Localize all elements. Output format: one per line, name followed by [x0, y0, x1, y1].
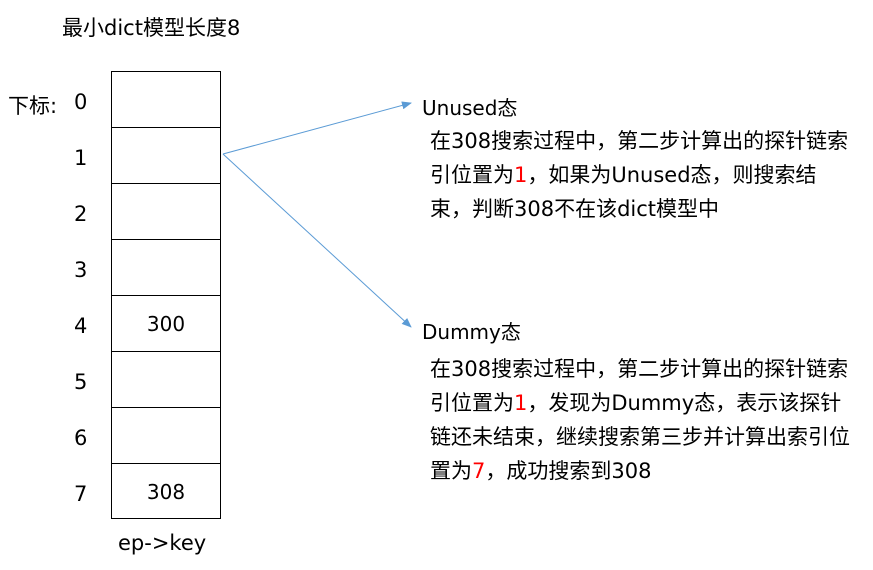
unused-desc-highlight: 1 [514, 163, 528, 187]
index-label-4: 4 [74, 314, 88, 338]
dummy-desc-highlight-2: 7 [472, 459, 486, 483]
unused-state-description: 在308搜索过程中，第二步计算出的探针链索引位置为1，如果为Unused态，则搜… [430, 124, 850, 226]
index-label-3: 3 [74, 258, 88, 282]
table-cell-7: 308 [146, 480, 186, 504]
dummy-state-description: 在308搜索过程中，第二步计算出的探针链索引位置为1，发现为Dummy态，表示该… [430, 352, 850, 488]
dummy-desc-text-2: ，发现为Dummy态，表示该探针链还未结束，继续搜索第三步并计算出索引位置为 [430, 391, 850, 483]
table-cell-1 [112, 128, 220, 184]
table-cell-6 [112, 408, 220, 464]
table-cell-2 [112, 184, 220, 240]
index-label-7: 7 [74, 482, 88, 506]
dummy-desc-text-3: ，成功搜索到308 [485, 459, 652, 483]
table-cell-3 [112, 240, 220, 296]
index-label-6: 6 [74, 426, 88, 450]
dict-slot-table: 300 308 [111, 71, 221, 519]
diagram-title: 最小dict模型长度8 [62, 16, 241, 40]
dummy-desc-text-1: 在308搜索过程中，第二步计算出的探针链索引位置为 [430, 357, 849, 415]
unused-desc-text-1: 在308搜索过程中，第二步计算出的探针链索引位置为 [430, 129, 849, 187]
index-label-5: 5 [74, 370, 88, 394]
arrow-to-dummy [222, 153, 412, 328]
dummy-state-title: Dummy态 [422, 320, 521, 344]
index-label-2: 2 [74, 202, 88, 226]
index-label-0: 0 [74, 90, 88, 114]
dummy-desc-highlight-1: 1 [514, 391, 528, 415]
index-prefix-label: 下标: [8, 94, 58, 118]
unused-state-title: Unused态 [422, 96, 518, 120]
arrow-to-unused [222, 101, 412, 155]
table-cell-4: 300 [112, 296, 220, 352]
table-cell-0 [112, 72, 220, 128]
table-caption: ep->key [118, 531, 207, 555]
unused-desc-text-2: ，如果为Unused态，则搜索结束，判断308不在该dict模型中 [430, 163, 817, 221]
index-label-1: 1 [74, 146, 88, 170]
table-cell-5 [112, 352, 220, 408]
